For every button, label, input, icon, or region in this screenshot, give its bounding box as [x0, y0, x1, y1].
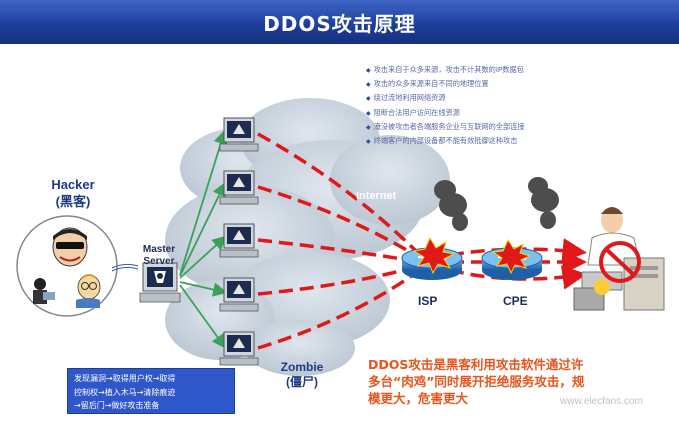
bullet-icon: ◆: [366, 138, 371, 146]
hacker-portrait: [16, 215, 118, 317]
attack-step-line: 发现漏洞→取得用户权→取得: [74, 374, 176, 383]
zombie-computer-4: [219, 277, 259, 312]
watermark: www.elecfans.com: [560, 396, 643, 407]
attack-step-line: 控制权→植入木马→清除痕迹: [74, 387, 176, 397]
list-item: ◆绕过流地利用网络资源: [366, 93, 446, 103]
list-item: ◆攻击来自于众多来源，攻击不计其数的IP数据包: [366, 65, 524, 74]
zombie-label-cn: (僵尸): [286, 375, 318, 389]
summary-line: 多台“肉鸡”同时展开拒绝服务攻击，规: [368, 374, 585, 389]
smoke-clouds: [434, 177, 559, 231]
zombie-computer-5: [219, 331, 259, 366]
isp-label: ISP: [418, 294, 438, 308]
hacker-label-en: Hacker: [51, 177, 95, 192]
bullet-icon: ◆: [366, 67, 371, 74]
list-item: ◆阻断合法用户访问在线资源: [366, 107, 460, 117]
zombie-computer-3: [219, 223, 259, 258]
internet-label: Internet: [356, 190, 397, 202]
title-bar: DDOS攻击原理: [0, 0, 679, 44]
list-item: ◆终端客户的内部设备都不能有效抵御这种攻击: [366, 136, 518, 146]
explosion-icons: [412, 236, 532, 275]
hacker-label-cn: (黑客): [55, 194, 91, 209]
ddos-diagram: [16, 98, 665, 376]
zombie-computer-2: [219, 170, 259, 205]
zombie-label-en: Zombie: [280, 360, 324, 374]
bullet-icon: ◆: [366, 109, 371, 117]
attack-steps-box: 发现漏洞→取得用户权→取得 控制权→植入木马→清除痕迹 →留后门→做好攻击准备: [67, 368, 235, 414]
list-item: ◆攻击的众多来源来自不同的地理位置: [366, 79, 489, 89]
master-server-label-line2: Server: [143, 256, 175, 267]
page-title: DDOS攻击原理: [263, 11, 416, 36]
master-server-icon: [139, 262, 181, 303]
bullet-icon: ◆: [366, 123, 371, 131]
summary-line: 模更大，危害更大: [368, 391, 469, 406]
zombie-computers: [219, 117, 259, 366]
summary-line: DDOS攻击是黑客利用攻击软件通过许: [368, 357, 584, 372]
list-item: ◆淹没被攻击者各端服务企业与互联网的全部连接: [366, 121, 525, 131]
attack-step-line: →留后门→做好攻击准备: [74, 401, 160, 410]
master-server-label: Master Server: [131, 244, 187, 268]
bullet-icon: ◆: [366, 95, 371, 103]
bullet-icon: ◆: [366, 81, 371, 89]
zombie-label: Zombie (僵尸): [272, 360, 332, 390]
cpe-label: CPE: [503, 294, 528, 308]
zombie-computer-1: [219, 117, 259, 152]
hacker-label: Hacker (黑客): [38, 176, 108, 210]
master-server-label-line1: Master: [142, 244, 176, 255]
control-lines: [179, 129, 228, 349]
victim-user-icon: [573, 207, 665, 311]
hacker-master-link: [111, 263, 139, 272]
ddos-features-list: ◆攻击来自于众多来源，攻击不计其数的IP数据包 ◆攻击的众多来源来自不同的地理位…: [366, 63, 666, 148]
ddos-summary: DDOS攻击是黑客利用攻击软件通过许 多台“肉鸡”同时展开拒绝服务攻击，规 模更…: [368, 356, 638, 407]
